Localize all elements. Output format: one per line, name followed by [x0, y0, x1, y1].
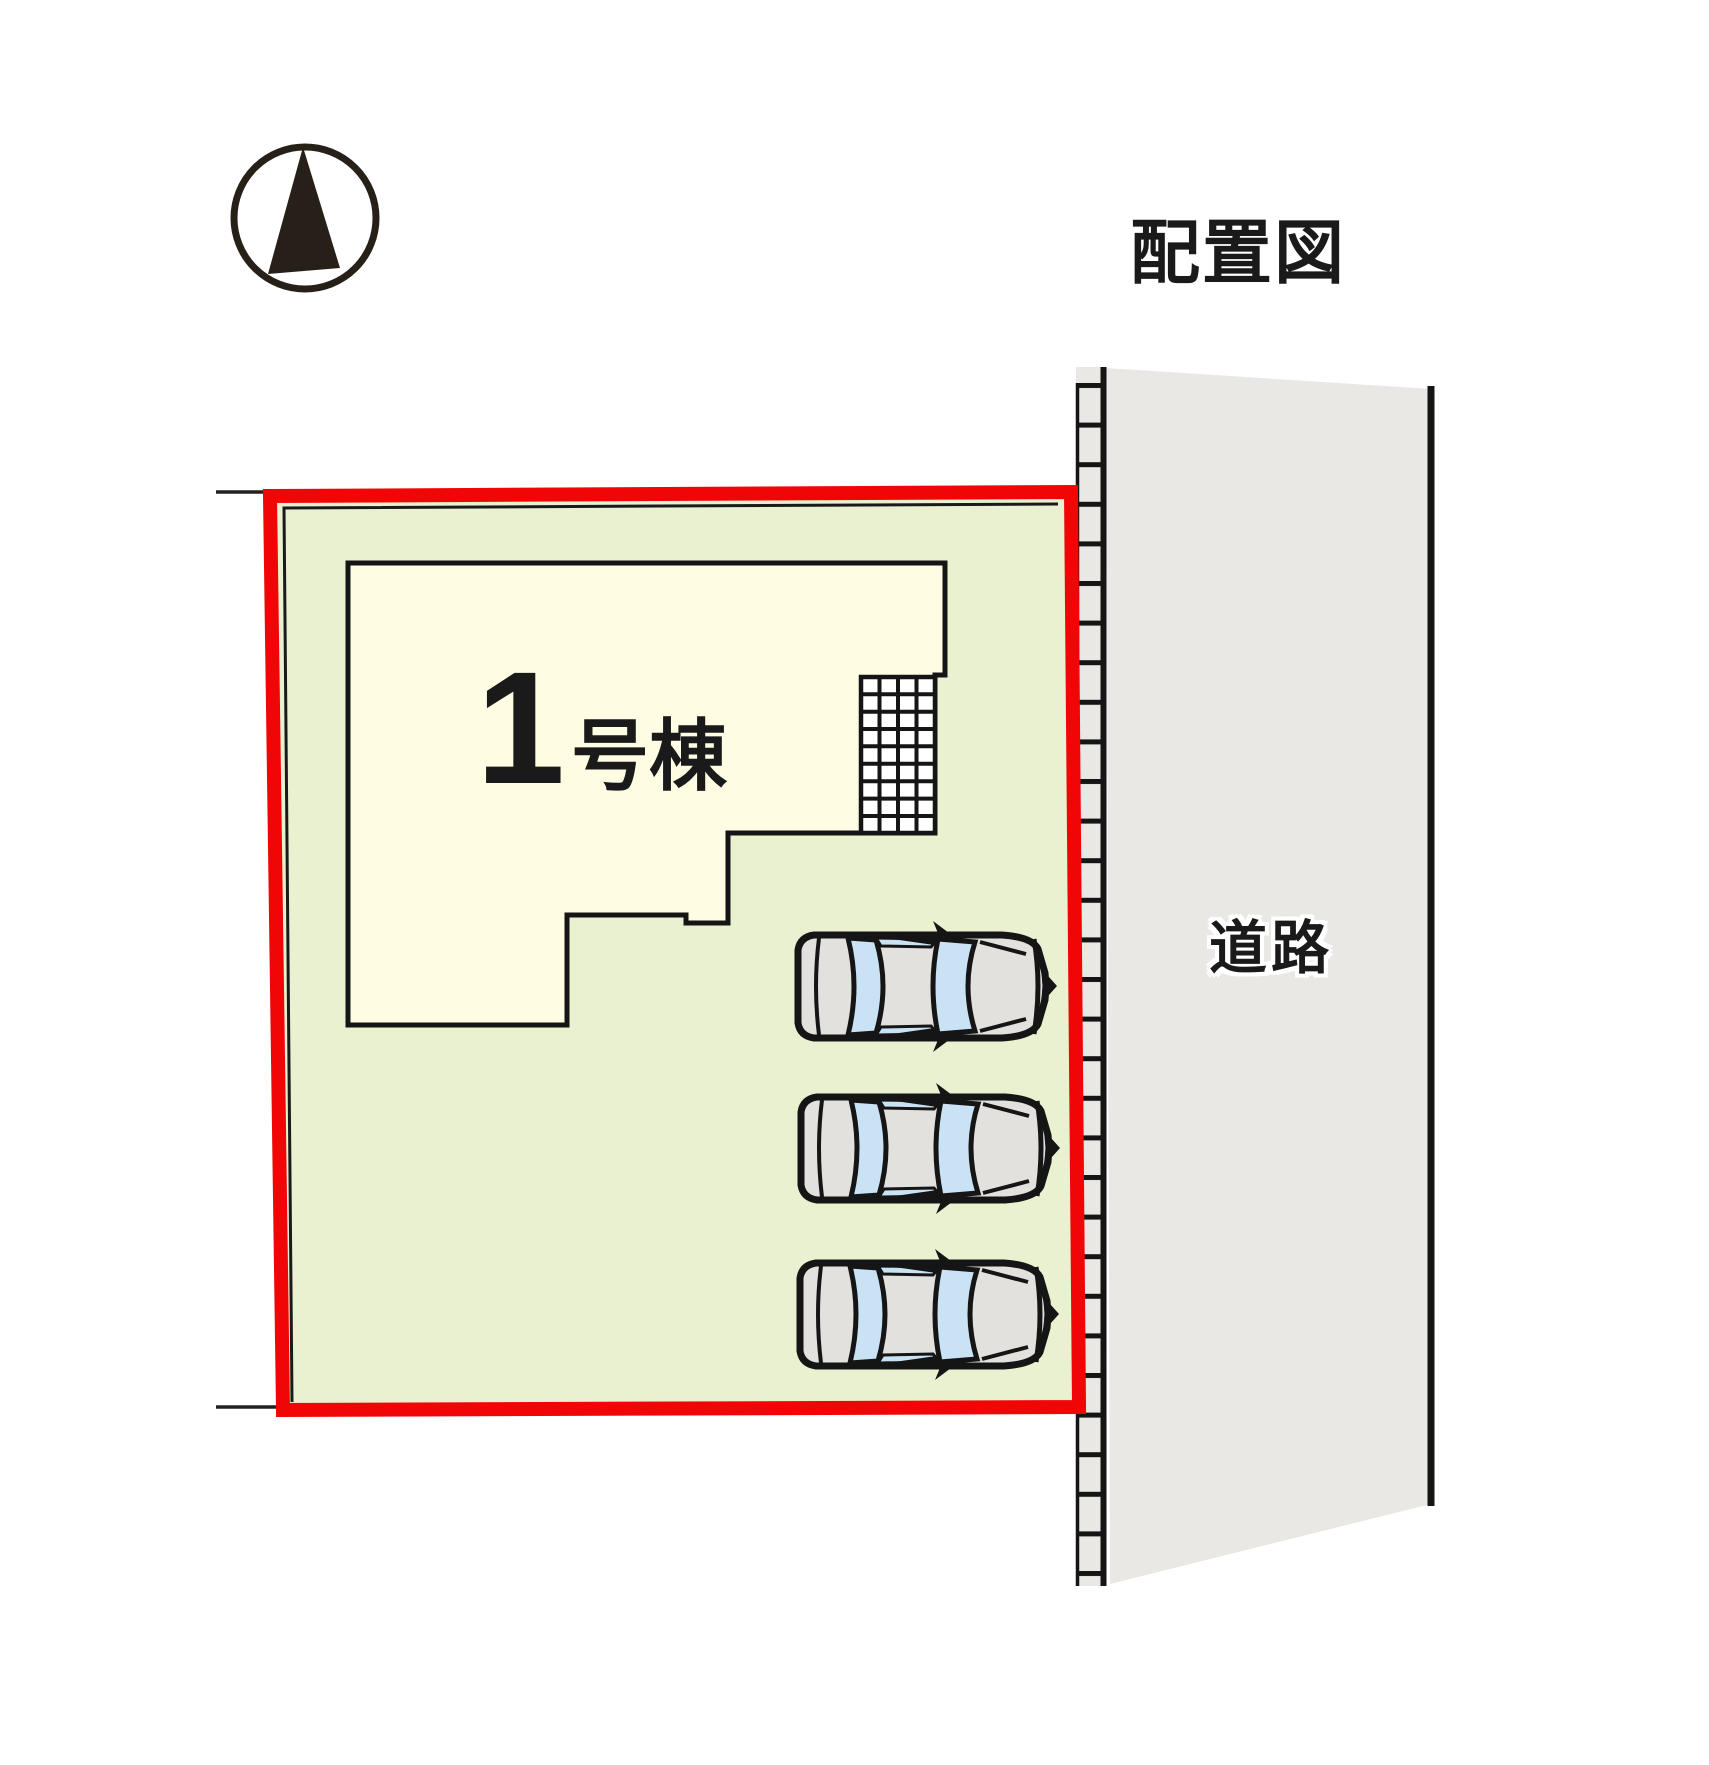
balcony-grid — [858, 674, 938, 836]
parked-car-2 — [801, 1083, 1060, 1214]
road-area — [1106, 368, 1431, 1584]
building-footprint — [345, 560, 948, 1028]
building-suffix: 号棟 — [570, 712, 727, 800]
road-label: 道路 — [1208, 916, 1333, 981]
building-number: 1 — [476, 638, 565, 817]
north-arrow-icon — [230, 143, 380, 293]
parked-car-3 — [800, 1249, 1059, 1380]
page-title: 配置図 — [1130, 214, 1346, 292]
parked-car-1 — [798, 921, 1057, 1052]
lot-inner-boundary-line — [282, 502, 1059, 1403]
